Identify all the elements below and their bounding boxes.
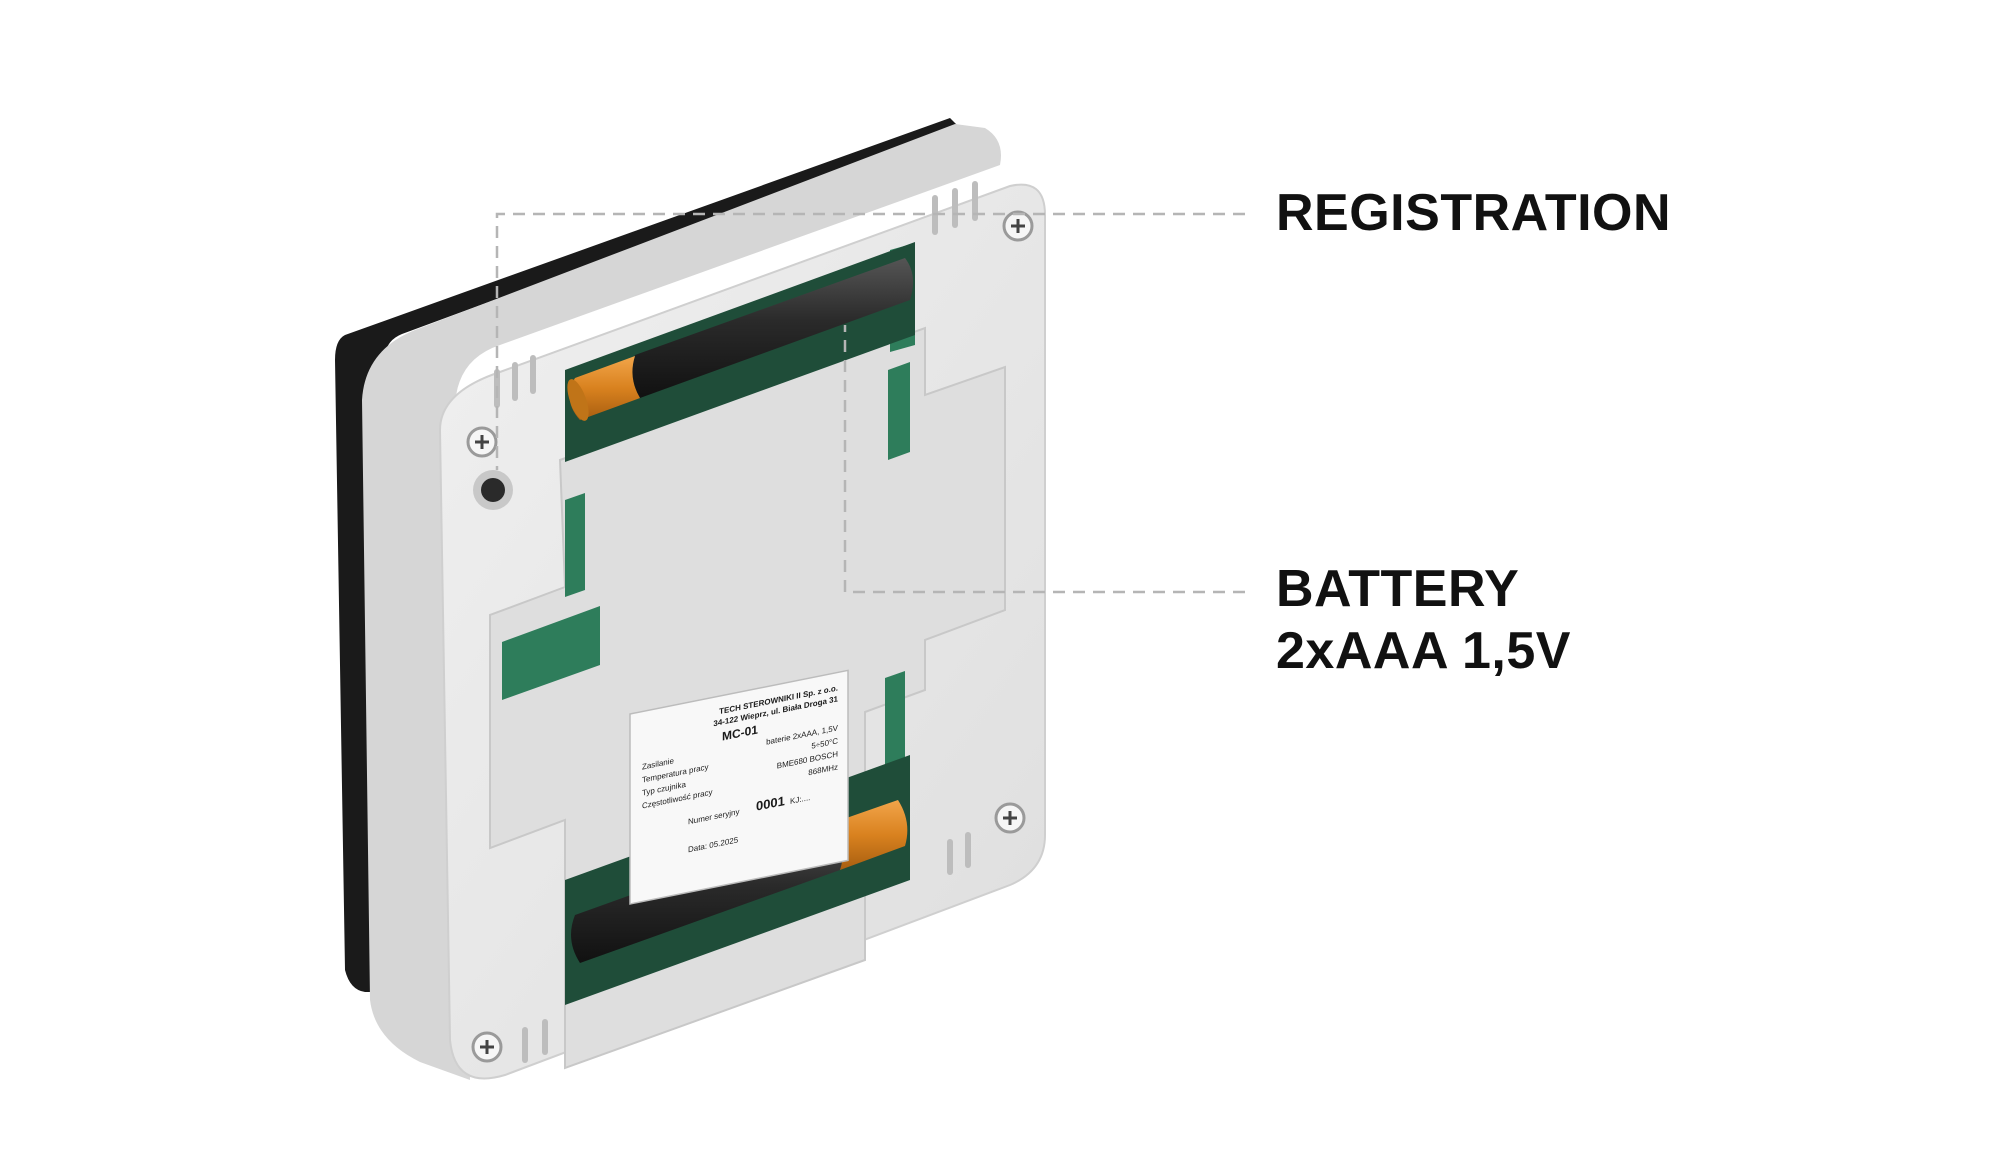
leader-lines	[495, 212, 1245, 594]
screw-bottom-left	[471, 1031, 503, 1063]
pcb-window-mid	[565, 493, 585, 597]
screw-top-right	[1002, 210, 1034, 242]
pcb-window-left	[502, 606, 600, 700]
pcb-window-right	[888, 362, 910, 460]
screw-top-left	[466, 426, 498, 458]
leader-registration	[495, 212, 1245, 470]
label-kj: KJ:....	[790, 793, 810, 806]
battery-callout: BATTERY 2xAAA 1,5V	[1276, 558, 1571, 682]
screw-bottom-right	[994, 802, 1026, 834]
label-serial-value: 0001	[756, 793, 785, 814]
battery-top	[567, 258, 914, 421]
registration-button	[473, 470, 513, 510]
device-label: TECH STEROWNIKI II Sp. z o.o. 34-122 Wie…	[629, 669, 849, 905]
registration-callout: REGISTRATION	[1276, 184, 1672, 242]
vents	[494, 181, 978, 1063]
housing-side	[362, 124, 1001, 1080]
battery-callout-line1: BATTERY	[1276, 560, 1520, 618]
battery-callout-line2: 2xAAA 1,5V	[1276, 622, 1571, 680]
pcb-window-lower	[885, 671, 905, 767]
leader-battery	[843, 325, 1245, 594]
